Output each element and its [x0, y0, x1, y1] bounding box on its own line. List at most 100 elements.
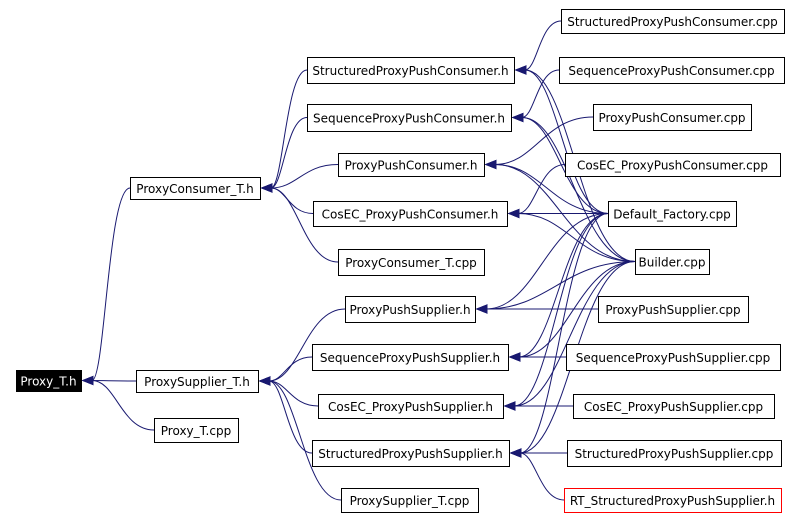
arrowhead-icon: [507, 208, 520, 219]
node-cosec_proxypushsupplier_cpp[interactable]: CosEC_ProxyPushSupplier.cpp: [573, 394, 775, 419]
arrowhead-icon: [81, 375, 94, 386]
edge-proxyconsumer_t_h-to-proxy_t_h: [81, 187, 131, 386]
edge-cosec_proxypushsupplier_cpp-to-cosec_proxypushsupplier_h: [503, 401, 573, 411]
edge-builder_cpp-to-sequenceproxypushconsumer_h: [511, 112, 636, 262]
node-label: ProxyPushConsumer.cpp: [598, 111, 745, 125]
edge-default_factory_cpp-to-cosec_proxypushsupplier_h: [503, 213, 609, 411]
node-rt_structuredproxypushsupplier_h[interactable]: RT_StructuredProxyPushSupplier.h: [564, 488, 782, 513]
node-sequenceproxypushconsumer_h[interactable]: SequenceProxyPushConsumer.h: [307, 104, 512, 132]
node-box[interactable]: [566, 344, 781, 371]
edge-sequenceproxypushconsumer_h-to-proxyconsumer_t_h: [260, 117, 308, 193]
arrowhead-icon: [503, 401, 516, 411]
edge-builder_cpp-to-proxypushconsumer_h: [484, 159, 636, 262]
edge-line: [494, 116, 594, 165]
node-structuredproxypushconsumer_cpp[interactable]: StructuredProxyPushConsumer.cpp: [561, 9, 785, 34]
arrowhead-icon: [475, 304, 488, 314]
node-structuredproxypushsupplier_cpp[interactable]: StructuredProxyPushSupplier.cpp: [567, 440, 782, 467]
node-label: StructuredProxyPushSupplier.cpp: [575, 447, 774, 461]
node-box[interactable]: [565, 153, 781, 177]
node-proxypushconsumer_h[interactable]: ProxyPushConsumer.h: [338, 153, 485, 177]
edge-default_factory_cpp-to-structuredproxypushsupplier_h: [509, 213, 609, 458]
node-cosec_proxypushsupplier_h[interactable]: CosEC_ProxyPushSupplier.h: [318, 394, 504, 419]
node-label: ProxySupplier_T.h: [144, 375, 250, 389]
node-label: ProxySupplier_T.cpp: [350, 494, 470, 508]
edge-line: [91, 380, 137, 382]
node-cosec_proxypushconsumer_h[interactable]: CosEC_ProxyPushConsumer.h: [313, 201, 508, 227]
node-box[interactable]: [16, 370, 82, 392]
edge-line: [513, 213, 609, 407]
edge-line: [517, 164, 566, 214]
edge-line: [270, 187, 339, 263]
node-box[interactable]: [313, 201, 508, 227]
edge-structuredproxypushconsumer_cpp-to-structuredproxypushconsumer_h: [514, 20, 562, 75]
node-proxyconsumer_t_cpp[interactable]: ProxyConsumer_T.cpp: [338, 249, 485, 276]
node-box[interactable]: [561, 9, 785, 34]
node-default_factory_cpp[interactable]: Default_Factory.cpp: [608, 201, 737, 227]
node-box[interactable]: [608, 201, 737, 227]
edge-line: [485, 213, 609, 310]
node-label: Builder.cpp: [639, 256, 706, 270]
node-sequenceproxypushconsumer_cpp[interactable]: SequenceProxyPushConsumer.cpp: [559, 57, 785, 84]
node-box[interactable]: [345, 296, 476, 323]
node-box[interactable]: [559, 57, 785, 84]
node-proxypushconsumer_cpp[interactable]: ProxyPushConsumer.cpp: [593, 104, 752, 131]
node-builder_cpp[interactable]: Builder.cpp: [635, 249, 710, 275]
arrowhead-icon: [509, 448, 522, 458]
node-box[interactable]: [312, 440, 510, 467]
node-box[interactable]: [593, 104, 752, 131]
node-proxypushsupplier_h[interactable]: ProxyPushSupplier.h: [345, 296, 476, 323]
node-label: StructuredProxyPushConsumer.h: [312, 64, 508, 78]
node-structuredproxypushsupplier_h[interactable]: StructuredProxyPushSupplier.h: [312, 440, 510, 467]
node-box[interactable]: [307, 104, 512, 132]
node-box[interactable]: [136, 370, 259, 393]
node-sequenceproxypushsupplier_h[interactable]: SequenceProxyPushSupplier.h: [312, 344, 509, 371]
node-box[interactable]: [318, 394, 504, 419]
edge-proxyconsumer_t_cpp-to-proxyconsumer_t_h: [260, 183, 339, 263]
edge-line: [518, 213, 609, 358]
arrowhead-icon: [258, 376, 271, 386]
edge-line: [91, 380, 155, 431]
node-proxysupplier_t_h[interactable]: ProxySupplier_T.h: [136, 370, 259, 393]
node-box[interactable]: [567, 440, 782, 467]
node-label: Proxy_T.cpp: [161, 424, 231, 438]
node-label: CosEC_ProxyPushConsumer.h: [322, 208, 499, 222]
edge-line: [268, 380, 342, 501]
node-box[interactable]: [312, 344, 509, 371]
node-box[interactable]: [338, 249, 485, 276]
edge-line: [521, 117, 609, 214]
node-structuredproxypushconsumer_h[interactable]: StructuredProxyPushConsumer.h: [307, 57, 515, 84]
node-label: ProxyPushSupplier.cpp: [605, 303, 740, 317]
edge-line: [513, 261, 636, 407]
node-cosec_proxypushconsumer_cpp[interactable]: CosEC_ProxyPushConsumer.cpp: [565, 153, 781, 177]
node-box[interactable]: [635, 249, 710, 275]
node-box[interactable]: [154, 418, 239, 443]
edge-structuredproxypushsupplier_h-to-proxysupplier_t_h: [258, 376, 313, 454]
edge-line: [270, 69, 308, 189]
node-box[interactable]: [573, 394, 775, 419]
node-box[interactable]: [338, 153, 485, 177]
node-label: RT_StructuredProxyPushSupplier.h: [570, 494, 775, 508]
node-proxyconsumer_t_h[interactable]: ProxyConsumer_T.h: [130, 177, 261, 200]
edge-line: [494, 164, 636, 262]
arrowhead-icon: [484, 159, 497, 170]
edge-default_factory_cpp-to-proxypushsupplier_h: [475, 213, 609, 314]
node-box[interactable]: [598, 296, 749, 323]
node-box[interactable]: [130, 177, 261, 200]
node-box[interactable]: [564, 488, 782, 513]
node-label: ProxyPushConsumer.h: [345, 159, 478, 173]
node-label: Default_Factory.cpp: [613, 208, 731, 222]
edge-sequenceproxypushsupplier_cpp-to-sequenceproxypushsupplier_h: [508, 352, 566, 362]
node-sequenceproxypushsupplier_cpp[interactable]: SequenceProxyPushSupplier.cpp: [566, 344, 781, 371]
node-box[interactable]: [307, 57, 515, 84]
edge-line: [524, 69, 609, 214]
node-proxysupplier_t_cpp[interactable]: ProxySupplier_T.cpp: [341, 488, 479, 513]
node-label: StructuredProxyPushSupplier.h: [318, 447, 503, 461]
node-proxypushsupplier_cpp[interactable]: ProxyPushSupplier.cpp: [598, 296, 749, 323]
node-label: Proxy_T.h: [20, 375, 76, 389]
node-box[interactable]: [341, 488, 479, 513]
edge-line: [519, 213, 609, 454]
edge-cosec_proxypushconsumer_cpp-to-cosec_proxypushconsumer_h: [507, 164, 566, 219]
nodes-layer: Proxy_T.h ProxyConsumer_T.hProxySupplier_…: [16, 9, 785, 513]
node-proxy_t_h[interactable]: Proxy_T.h: [16, 370, 82, 392]
node-proxy_t_cpp[interactable]: Proxy_T.cpp: [154, 418, 239, 443]
